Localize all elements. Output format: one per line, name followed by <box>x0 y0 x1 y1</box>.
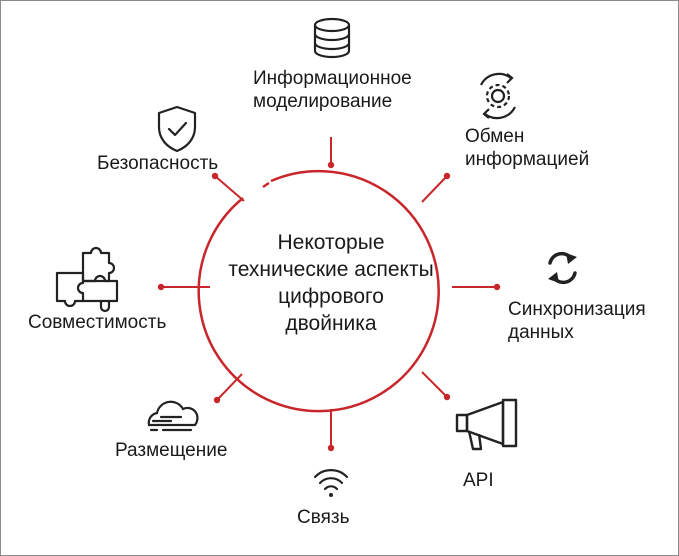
label-modeling: Информационное моделирование <box>253 68 412 112</box>
center-circle-dash <box>262 181 270 189</box>
label-api: API <box>463 470 494 491</box>
spoke-exchange <box>421 175 448 203</box>
dot-connection <box>327 444 335 452</box>
label-compat: Совместимость <box>28 312 167 333</box>
spoke-dots <box>157 161 501 452</box>
dot-sync <box>493 283 501 291</box>
sync-arrows-icon <box>548 251 577 285</box>
cloud-icon <box>147 400 199 432</box>
center-title: Некоторые технические аспекты цифрового … <box>228 231 434 335</box>
dot-hosting <box>213 396 221 404</box>
dot-exchange <box>443 172 451 180</box>
dot-security <box>211 172 219 180</box>
label-sync: Синхронизация данных <box>508 299 646 343</box>
spoke-api <box>421 371 448 398</box>
dot-api <box>443 393 451 401</box>
label-connection: Связь <box>297 507 350 528</box>
label-hosting: Размещение <box>115 440 228 461</box>
center-circle <box>197 169 440 413</box>
database-icon <box>313 17 351 59</box>
dot-compat <box>157 283 165 291</box>
spoke-hosting <box>216 373 243 401</box>
wifi-icon <box>313 469 349 497</box>
label-security: Безопасность <box>97 153 219 174</box>
gear-cycle-icon <box>480 72 516 120</box>
spokes <box>161 137 497 448</box>
shield-check-icon <box>157 105 197 153</box>
dot-modeling <box>327 161 335 169</box>
label-exchange: Обмен информацией <box>465 126 590 170</box>
spoke-security <box>214 175 245 202</box>
megaphone-icon <box>455 398 518 451</box>
puzzle-icon <box>55 246 119 313</box>
